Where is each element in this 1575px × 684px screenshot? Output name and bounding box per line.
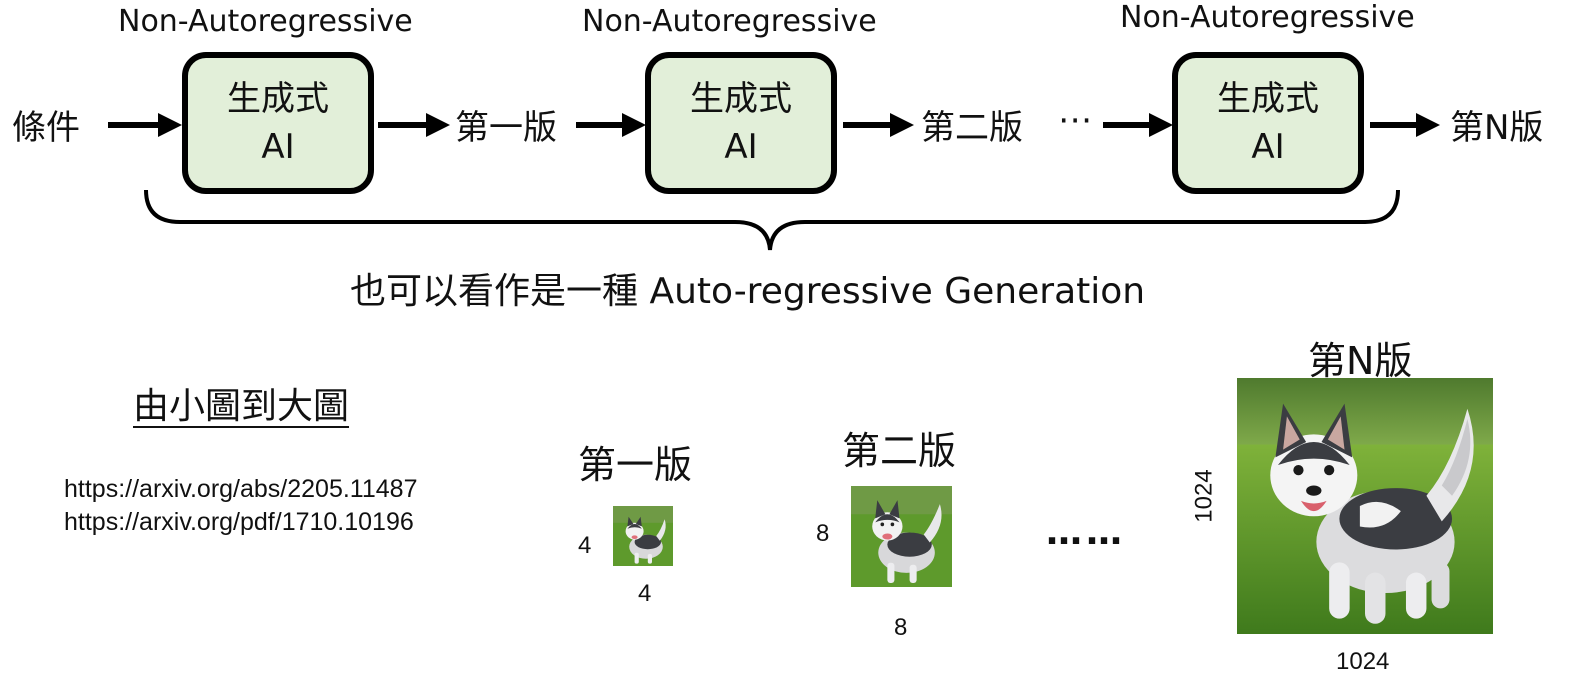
version2-output-label: 第二版 <box>921 108 1023 148</box>
versionN-width-label: 1024 <box>1336 648 1390 675</box>
husky-dog-image <box>613 506 673 566</box>
version2-width-label: 8 <box>894 614 908 641</box>
progression-dots: …… <box>1046 512 1126 553</box>
brace-caption: 也可以看作是一種 Auto-regressive Generation <box>350 271 1146 312</box>
box-label-line1: 生成式 <box>227 79 329 119</box>
input-condition-label: 條件 <box>12 108 80 148</box>
version1-output-label: 第一版 <box>455 108 557 148</box>
reference-link-2[interactable]: https://arxiv.org/pdf/1710.10196 <box>64 508 414 536</box>
right-arrow-icon <box>1103 113 1173 137</box>
curly-brace-icon <box>144 189 1400 251</box>
box-label-line2: AI <box>724 127 758 167</box>
ellipsis-label: ⋯ <box>1058 100 1092 140</box>
box-label-line2: AI <box>261 127 295 167</box>
version1-width-label: 4 <box>638 580 652 607</box>
reference-link-1[interactable]: https://arxiv.org/abs/2205.11487 <box>64 475 418 503</box>
husky-dog-image <box>851 486 952 587</box>
version1-height-label: 4 <box>578 532 592 559</box>
versionN-height-label: 1024 <box>1190 469 1218 523</box>
versionN-output-label: 第N版 <box>1450 108 1544 148</box>
generative-ai-box-3: 生成式 AI <box>1172 52 1364 194</box>
right-arrow-icon <box>576 113 646 137</box>
mode-label-3: Non-Autoregressive <box>1120 0 1415 35</box>
version2-title: 第二版 <box>842 429 957 473</box>
versionN-title: 第N版 <box>1308 339 1413 383</box>
right-arrow-icon <box>843 113 914 137</box>
version1-title: 第一版 <box>578 443 693 487</box>
version2-height-label: 8 <box>816 520 830 547</box>
right-arrow-icon <box>378 113 450 137</box>
flow-arrows <box>108 113 1440 251</box>
generative-ai-box-2: 生成式 AI <box>645 52 837 194</box>
generative-ai-box-1: 生成式 AI <box>182 52 374 194</box>
right-arrow-icon <box>108 113 182 137</box>
mode-label-1: Non-Autoregressive <box>118 4 413 39</box>
box-label-line1: 生成式 <box>1217 79 1319 119</box>
right-arrow-icon <box>1370 113 1440 137</box>
section-title: 由小圖到大圖 <box>133 386 350 427</box>
husky-dog-image <box>1237 378 1493 634</box>
box-label-line1: 生成式 <box>690 79 792 119</box>
box-label-line2: AI <box>1251 127 1285 167</box>
mode-label-2: Non-Autoregressive <box>582 4 877 39</box>
